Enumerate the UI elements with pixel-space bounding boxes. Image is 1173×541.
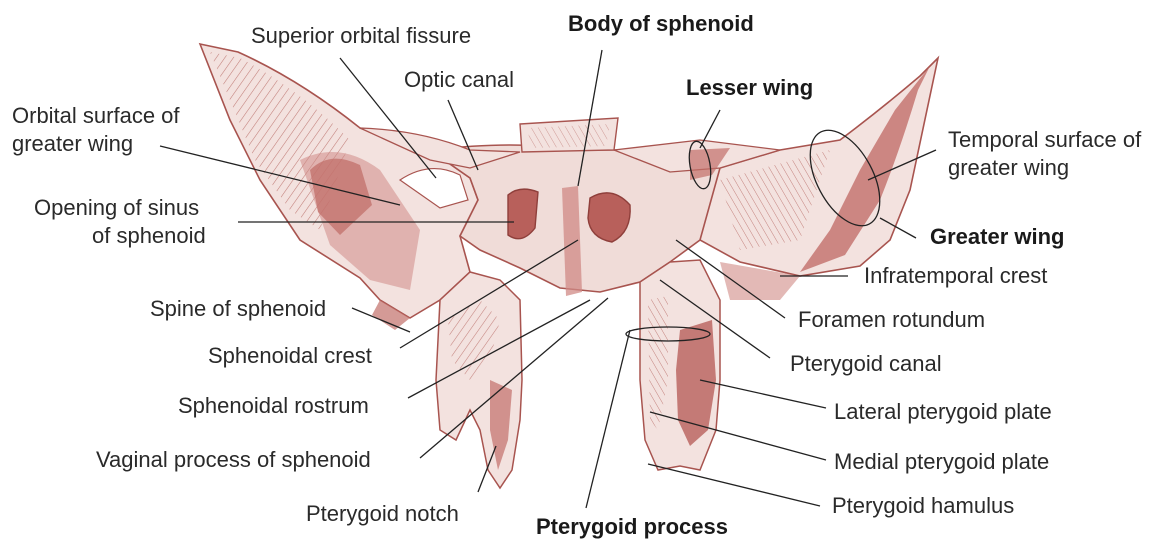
label-opening-sinus-line1: Opening of sinus [34, 194, 199, 222]
label-pterygoid-hamulus: Pterygoid hamulus [832, 492, 1014, 520]
label-vaginal-process: Vaginal process of sphenoid [96, 446, 371, 474]
label-orbital-surface-line2: greater wing [12, 130, 133, 158]
label-superior-orbital-fissure: Superior orbital fissure [251, 22, 471, 50]
label-temporal-surface-line2: greater wing [948, 154, 1069, 182]
label-pterygoid-process: Pterygoid process [536, 513, 728, 541]
label-lesser-wing: Lesser wing [686, 74, 813, 102]
label-pterygoid-canal: Pterygoid canal [790, 350, 942, 378]
label-medial-pterygoid-plate: Medial pterygoid plate [834, 448, 1049, 476]
label-sphenoidal-crest: Sphenoidal crest [208, 342, 372, 370]
label-greater-wing: Greater wing [930, 223, 1064, 251]
label-infratemporal-crest: Infratemporal crest [864, 262, 1047, 290]
label-lateral-pterygoid-plate: Lateral pterygoid plate [834, 398, 1052, 426]
label-opening-sinus-line2: of sphenoid [92, 222, 206, 250]
label-orbital-surface-line1: Orbital surface of [12, 102, 180, 130]
label-body-of-sphenoid: Body of sphenoid [568, 10, 754, 38]
label-sphenoidal-rostrum: Sphenoidal rostrum [178, 392, 369, 420]
label-pterygoid-notch: Pterygoid notch [306, 500, 459, 528]
label-optic-canal: Optic canal [404, 66, 514, 94]
label-foramen-rotundum: Foramen rotundum [798, 306, 985, 334]
label-spine-of-sphenoid: Spine of sphenoid [150, 295, 326, 323]
label-temporal-surface-line1: Temporal surface of [948, 126, 1141, 154]
